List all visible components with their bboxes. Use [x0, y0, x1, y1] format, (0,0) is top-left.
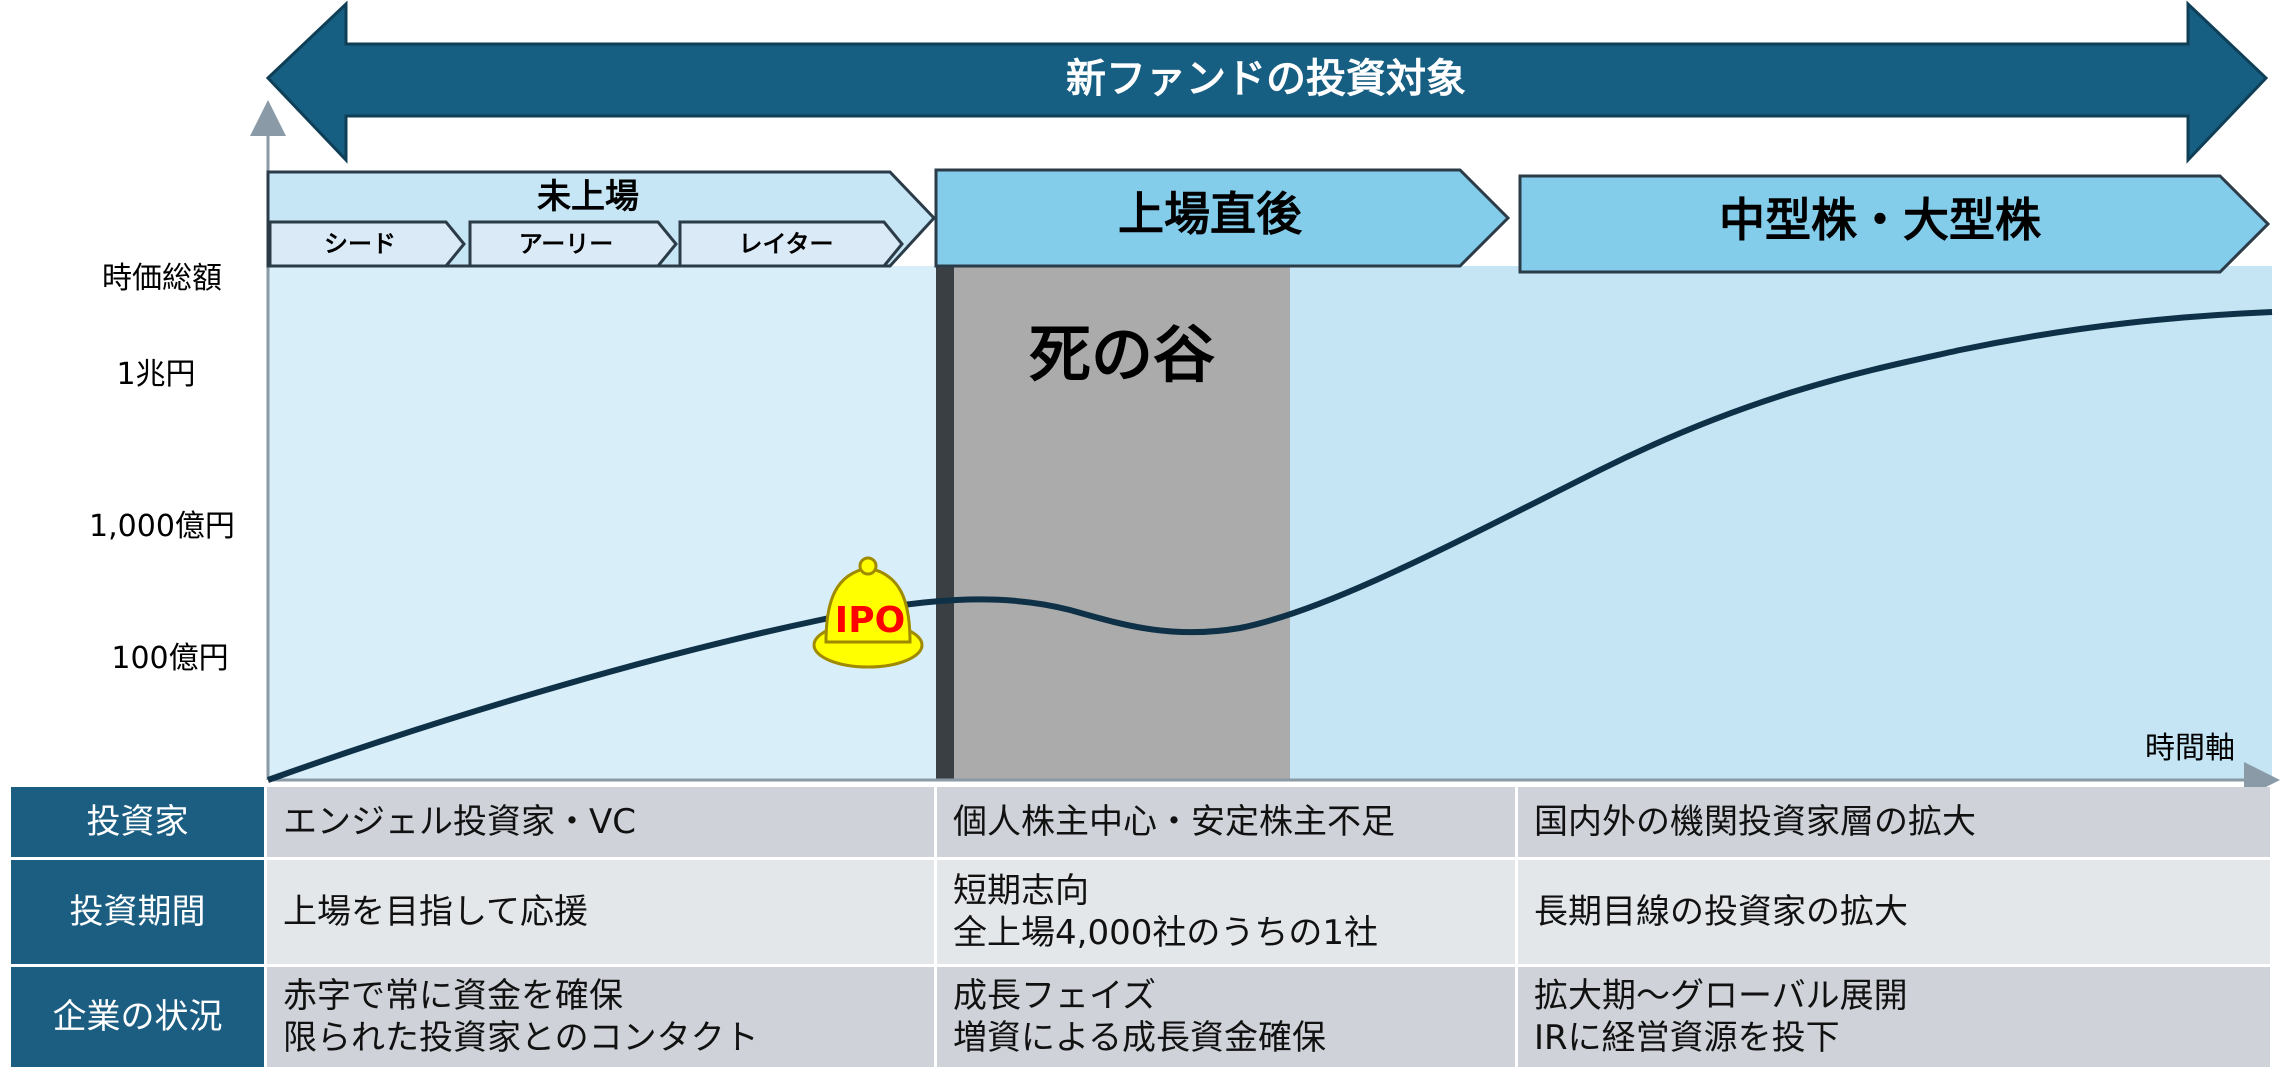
valley-edge	[936, 266, 954, 780]
table-cell-investors-0: エンジェル投資家・VC	[267, 787, 934, 857]
stage-early-label: アーリー	[519, 230, 614, 258]
phase-post-ipo-label: 上場直後	[1118, 187, 1303, 241]
stage-later-label: レイター	[738, 230, 833, 258]
stage-later-box	[678, 220, 904, 268]
stage-early-box	[468, 220, 678, 268]
stage-seed-box	[268, 220, 466, 268]
cell-line: 国内外の機関投資家層の拡大	[1534, 802, 1976, 842]
cell-line: エンジェル投資家・VC	[283, 802, 636, 842]
y-tick-1tril: 1兆円	[116, 357, 195, 392]
phase-post-ipo-box	[934, 168, 1511, 268]
table-row-investors: 投資家エンジェル投資家・VC 個人株主中心・安定株主不足 国内外の機関投資家層の拡大	[11, 787, 2270, 857]
table-cell-company-status-0: 赤字で常に資金を確保限られた投資家とのコンタクト	[267, 967, 934, 1067]
row-header-company-status: 企業の状況	[11, 967, 264, 1067]
comparison-table-body: 投資家エンジェル投資家・VC 個人株主中心・安定株主不足 国内外の機関投資家層の拡大…	[11, 787, 2270, 1067]
row-header-investment-period: 投資期間	[11, 860, 264, 964]
cell-line: 短期志向	[953, 871, 1089, 911]
table-cell-investment-period-0: 上場を目指して応援	[267, 860, 934, 964]
plot-area-unlisted	[268, 266, 936, 780]
cell-line: IRに経営資源を投下	[1534, 1018, 1840, 1058]
y-axis-title: 時価総額	[102, 261, 222, 296]
y-tick-1000oku: 1,000億円	[89, 509, 235, 544]
banner-label: 新ファンドの投資対象	[1066, 56, 1466, 102]
ipo-bell-icon	[812, 556, 924, 669]
table-row-investment-period: 投資期間上場を目指して応援短期志向全上場4,000社のうちの1社長期目線の投資家…	[11, 860, 2270, 964]
ipo-label: IPO	[835, 600, 905, 641]
phase-mid-large-box	[1518, 174, 2271, 274]
cell-line: 増資による成長資金確保	[953, 1018, 1326, 1058]
cell-line: 個人株主中心・安定株主不足	[953, 802, 1395, 842]
valley-label: 死の谷	[1029, 318, 1215, 391]
table-cell-company-status-1: 成長フェイズ増資による成長資金確保	[937, 967, 1515, 1067]
y-tick-100oku: 100億円	[111, 641, 228, 676]
row-header-investors: 投資家	[11, 787, 264, 857]
cell-line: 拡大期～グローバル展開	[1534, 976, 1908, 1016]
table-cell-investment-period-2: 長期目線の投資家の拡大	[1518, 860, 2270, 964]
table-cell-investment-period-1: 短期志向全上場4,000社のうちの1社	[937, 860, 1515, 964]
cell-line: 成長フェイズ	[953, 976, 1156, 1016]
cell-line: 限られた投資家とのコンタクト	[283, 1018, 759, 1058]
table-row-company-status: 企業の状況赤字で常に資金を確保限られた投資家とのコンタクト成長フェイズ増資による…	[11, 967, 2270, 1067]
cell-line: 長期目線の投資家の拡大	[1534, 892, 1908, 932]
stage-seed-label: シード	[324, 230, 396, 258]
growth-curve	[266, 309, 2273, 783]
banner-arrow	[265, 0, 2269, 164]
phase-unlisted-label: 未上場	[537, 177, 639, 217]
cell-line: 上場を目指して応援	[283, 892, 588, 932]
phase-mid-large-label: 中型株・大型株	[1719, 193, 2042, 247]
comparison-table: 投資家エンジェル投資家・VC 個人株主中心・安定株主不足 国内外の機関投資家層の拡大…	[8, 784, 2273, 1070]
cell-line: 全上場4,000社のうちの1社	[953, 913, 1378, 953]
table-cell-investors-2: 国内外の機関投資家層の拡大	[1518, 787, 2270, 857]
valley-band	[954, 266, 1290, 780]
table-cell-investors-1: 個人株主中心・安定株主不足	[937, 787, 1515, 857]
cell-line: 赤字で常に資金を確保	[283, 976, 623, 1016]
x-axis-title: 時間軸	[2145, 731, 2235, 766]
